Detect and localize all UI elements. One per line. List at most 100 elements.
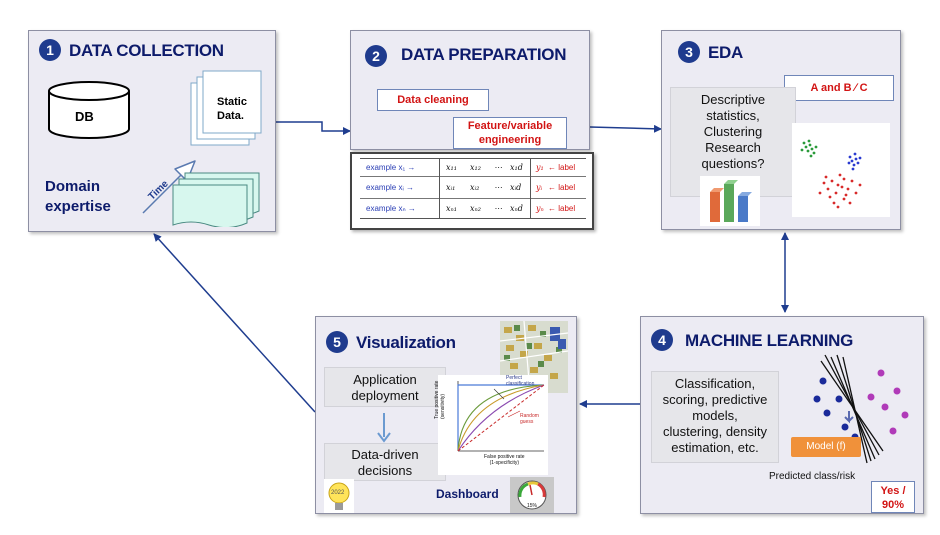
matrix-example-i: example xᵢ → [366,183,414,192]
matrix-label-word-1: ← label [548,163,576,172]
lightbulb-icon [324,479,354,513]
roc-random-label: Random guess [520,413,539,425]
time-series-documents-icon [172,172,260,227]
matrix-cell-1-2: x₁₂ [470,163,481,172]
gauge-value-label: 15% [527,503,538,509]
panel-title-eda: EDA [708,43,743,62]
matrix-cell-1-d: x₁d [510,163,523,172]
eda-desc-line-2: statistics, [706,108,760,123]
application-deployment-box: Application deployment [324,367,446,407]
bar-chart-3d-icon [700,176,760,226]
ml-desc-line-3: models, [692,408,738,423]
arrow-preparation-to-eda [589,124,662,133]
step-number-2: 2 [365,45,387,67]
panel-machine-learning: 4 MACHINE LEARNING Classification, scori… [640,316,924,514]
roc-x-axis-label: False positive rate (1-specificity) [484,454,525,466]
yes-line-2: 90% [881,499,905,511]
data-driven-decisions-box: Data-driven decisions [324,443,446,481]
roc-perfect-line-1: Perfect [506,375,522,381]
matrix-cell-1-dots: ⋯ [494,163,502,172]
matrix-cell-n-1: xₙ₁ [446,204,457,213]
panel-title-machine-learning: MACHINE LEARNING [685,331,854,350]
eda-desc-line-1: Descriptive [700,92,766,107]
ml-desc-line-4: clustering, density [662,424,768,439]
matrix-cell-n-2: xₙ₂ [470,204,481,213]
domain-line-2: expertise [45,198,111,215]
app-line-2: deployment [351,388,419,403]
matrix-y-n: yₙ [536,204,544,213]
gauge-icon [510,477,554,513]
roc-y-axis-label: True positive rate (sensitivity) [434,381,446,419]
dashboard-label: Dashboard [436,487,499,501]
roc-random-line-2: guess [520,419,534,425]
arrow-visualization-to-collection [153,233,316,413]
matrix-example-1: example x₁ → [366,163,416,172]
static-label-line-2: Data. [217,110,244,122]
app-line-1: Application [353,372,417,387]
model-f-box: Model (f) [791,437,861,457]
roc-curve-thumbnail [438,375,548,475]
prediction-result-box: Yes / 90% [871,481,915,513]
matrix-cell-i-d: xᵢd [510,183,522,192]
down-arrow-icon [377,413,391,443]
domain-expertise-label: Domain expertise [45,177,111,217]
arrow-collection-to-preparation [276,121,351,135]
domain-line-1: Domain [45,178,101,195]
matrix-y-i: yᵢ [536,183,543,192]
roc-xlabel-line-1: False positive rate [484,454,525,460]
matrix-cell-n-d: xₙd [510,204,523,213]
predicted-class-label: Predicted class/risk [769,471,856,482]
panel-title-visualization: Visualization [356,333,456,352]
step-number-5: 5 [326,331,348,353]
roc-perfect-line-2: classification [506,381,535,387]
database-icon [48,81,130,139]
matrix-rule-top [360,158,586,159]
eda-desc-line-4: Research [705,140,761,155]
ml-desc-line-1: Classification, [674,376,756,391]
roc-perfect-label: Perfect classification [506,375,534,387]
matrix-rule-row1 [360,176,586,177]
step-number-1: 1 [39,39,61,61]
step-number-3: 3 [678,41,700,63]
panel-visualization: 5 Visualization Application deployment D… [315,316,577,514]
panel-data-preparation: 2 DATA PREPARATION Data cleaning Feature… [350,30,590,150]
matrix-rule-rowi [360,198,586,199]
matrix-cell-i-dots: ⋯ [494,183,502,192]
panel-title-data-collection: DATA COLLECTION [69,41,224,60]
matrix-example-n: example xₙ → [366,204,416,213]
panel-title-data-preparation: DATA PREPARATION [401,45,567,64]
ml-desc-line-5: estimation, etc. [671,440,759,455]
feature-line-2: engineering [478,134,542,146]
matrix-label-divider [530,158,531,218]
ml-desc-line-2: scoring, predictive [662,392,768,407]
static-data-label: Static Data. [217,95,247,123]
panel-data-collection: 1 DATA COLLECTION DB Static Data. Time D… [28,30,276,232]
step-number-4: 4 [651,329,673,351]
db-label: DB [75,109,94,124]
matrix-label-word-n: ← label [548,204,576,213]
roc-ylabel-line-2: (sensitivity) [440,393,446,419]
eda-desc-line-5: questions? [701,156,765,171]
static-label-line-1: Static [217,96,247,108]
dd-line-2: decisions [357,463,413,478]
matrix-cell-n-dots: ⋯ [494,204,502,213]
a-and-b-c-box: A and B ∕ C [784,75,894,101]
roc-xlabel-line-2: (1-specificity) [489,460,520,466]
panel-eda: 3 EDA A and B ∕ C Descriptive statistics… [661,30,901,230]
data-matrix: example x₁ → example xᵢ → example xₙ → x… [350,152,594,230]
matrix-column-divider [439,158,440,218]
matrix-y-1: y₁ [536,163,544,172]
yes-line-1: Yes / [880,485,906,497]
matrix-cell-i-1: xᵢ₁ [446,183,456,192]
feature-engineering-box: Feature/variable engineering [453,117,567,149]
matrix-cell-i-2: xᵢ₂ [470,183,480,192]
roc-random-line-1: Random [520,413,539,419]
ml-tasks-box: Classification, scoring, predictive mode… [651,371,779,463]
matrix-rule-bottom [360,218,586,219]
dd-line-1: Data-driven [351,447,419,462]
bulb-year-label: 2022 [331,490,345,496]
feature-line-1: Feature/variable [467,120,553,132]
data-cleaning-box: Data cleaning [377,89,489,111]
eda-desc-line-3: Clustering [703,124,763,139]
scatter-clusters-thumbnail [792,123,890,217]
